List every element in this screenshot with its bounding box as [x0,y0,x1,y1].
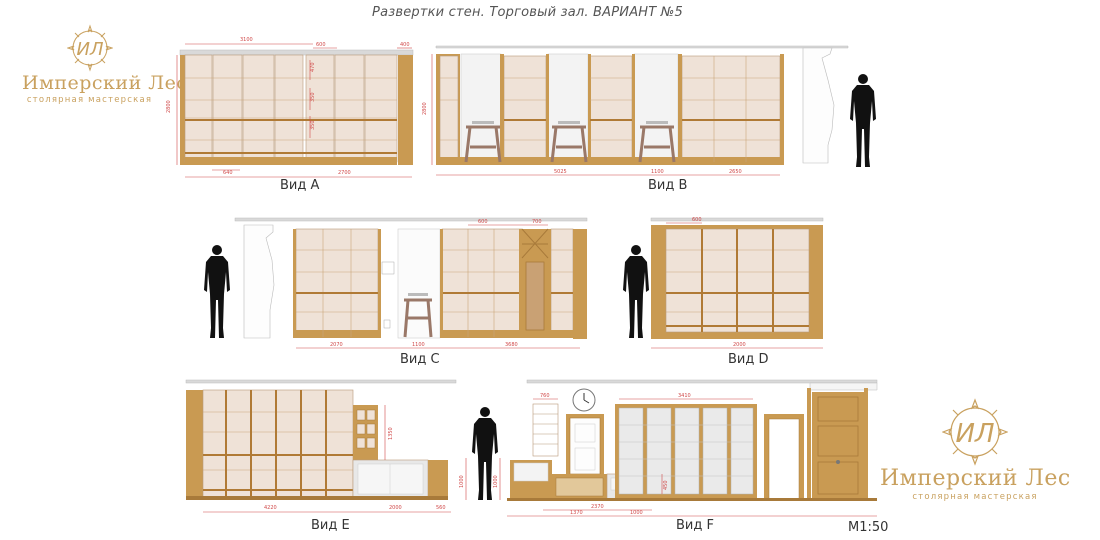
svg-text:560: 560 [436,505,446,511]
svg-text:600: 600 [478,219,488,225]
svg-text:1370: 1370 [570,510,583,516]
svg-text:760: 760 [540,393,550,399]
human-scale-figure-icon [623,245,649,338]
svg-text:700: 700 [532,219,542,225]
svg-text:470: 470 [310,62,316,72]
svg-text:2000: 2000 [733,342,746,348]
svg-text:1000: 1000 [459,475,465,488]
svg-text:ИЛ: ИЛ [76,39,103,60]
view-b-label: Вид В [648,178,688,193]
view-f-label: Вид F [676,518,714,533]
view-b-elevation: 2800 5025 1100 2650 [422,45,849,176]
svg-text:600: 600 [692,217,702,223]
view-e-elevation: 1350 4220 2000 560 [185,379,457,513]
svg-text:1100: 1100 [412,342,425,348]
svg-text:640: 640 [223,170,233,176]
view-a-label: Вид А [280,178,320,193]
company-logo-right: ИЛ Имперский Лес столярная мастерская [880,398,1070,502]
view-e-label: Вид Е [311,518,350,533]
svg-text:ИЛ: ИЛ [956,419,995,449]
svg-text:3100: 3100 [240,37,253,43]
svg-text:5025: 5025 [554,169,567,175]
svg-text:1350: 1350 [388,427,394,440]
svg-text:4220: 4220 [264,505,277,511]
entrance-door [812,392,864,500]
svg-text:450: 450 [663,480,669,490]
svg-text:2070: 2070 [330,342,343,348]
svg-text:350: 350 [310,120,316,130]
svg-text:400: 400 [400,42,410,48]
svg-text:2800: 2800 [422,102,428,115]
monogram-emblem-icon: ИЛ [942,398,1008,466]
human-scale-figure-icon [850,74,876,167]
svg-text:3680: 3680 [505,342,518,348]
bar-stools [464,125,676,163]
svg-text:2370: 2370 [591,504,604,510]
svg-text:600: 600 [316,42,326,48]
view-f-elevation: 1000 1000 760 3410 450 1370 2370 1000 [459,379,878,517]
view-a-elevation: 3100 600 400 2800 470 350 350 640 2700 [166,37,414,178]
view-d-label: Вид D [728,352,769,367]
monogram-emblem-icon: ИЛ [66,24,113,72]
svg-text:2700: 2700 [338,170,351,176]
view-d-elevation: 600 2000 [650,217,824,349]
view-c-label: Вид С [400,352,440,367]
svg-text:3410: 3410 [678,393,691,399]
svg-text:1000: 1000 [630,510,643,516]
svg-text:2650: 2650 [729,169,742,175]
svg-text:2800: 2800 [166,100,172,113]
svg-text:350: 350 [310,92,316,102]
logo-tagline: столярная мастерская [912,492,1038,502]
logo-brand-name: Имперский Лес [22,72,188,94]
svg-text:1100: 1100 [651,169,664,175]
human-scale-figure-icon [204,245,230,338]
svg-text:1000: 1000 [493,475,499,488]
logo-brand-name: Имперский Лес [880,466,1071,491]
view-c-elevation: 600 700 2070 1100 3680 [234,217,588,349]
page-title: Развертки стен. Торговый зал. ВАРИАНТ №5 [372,5,683,20]
svg-text:2000: 2000 [389,505,402,511]
drawing-scale: М1:50 [848,520,889,535]
company-logo-left: ИЛ Имперский Лес столярная мастерская [22,24,188,105]
logo-tagline: столярная мастерская [26,95,153,105]
